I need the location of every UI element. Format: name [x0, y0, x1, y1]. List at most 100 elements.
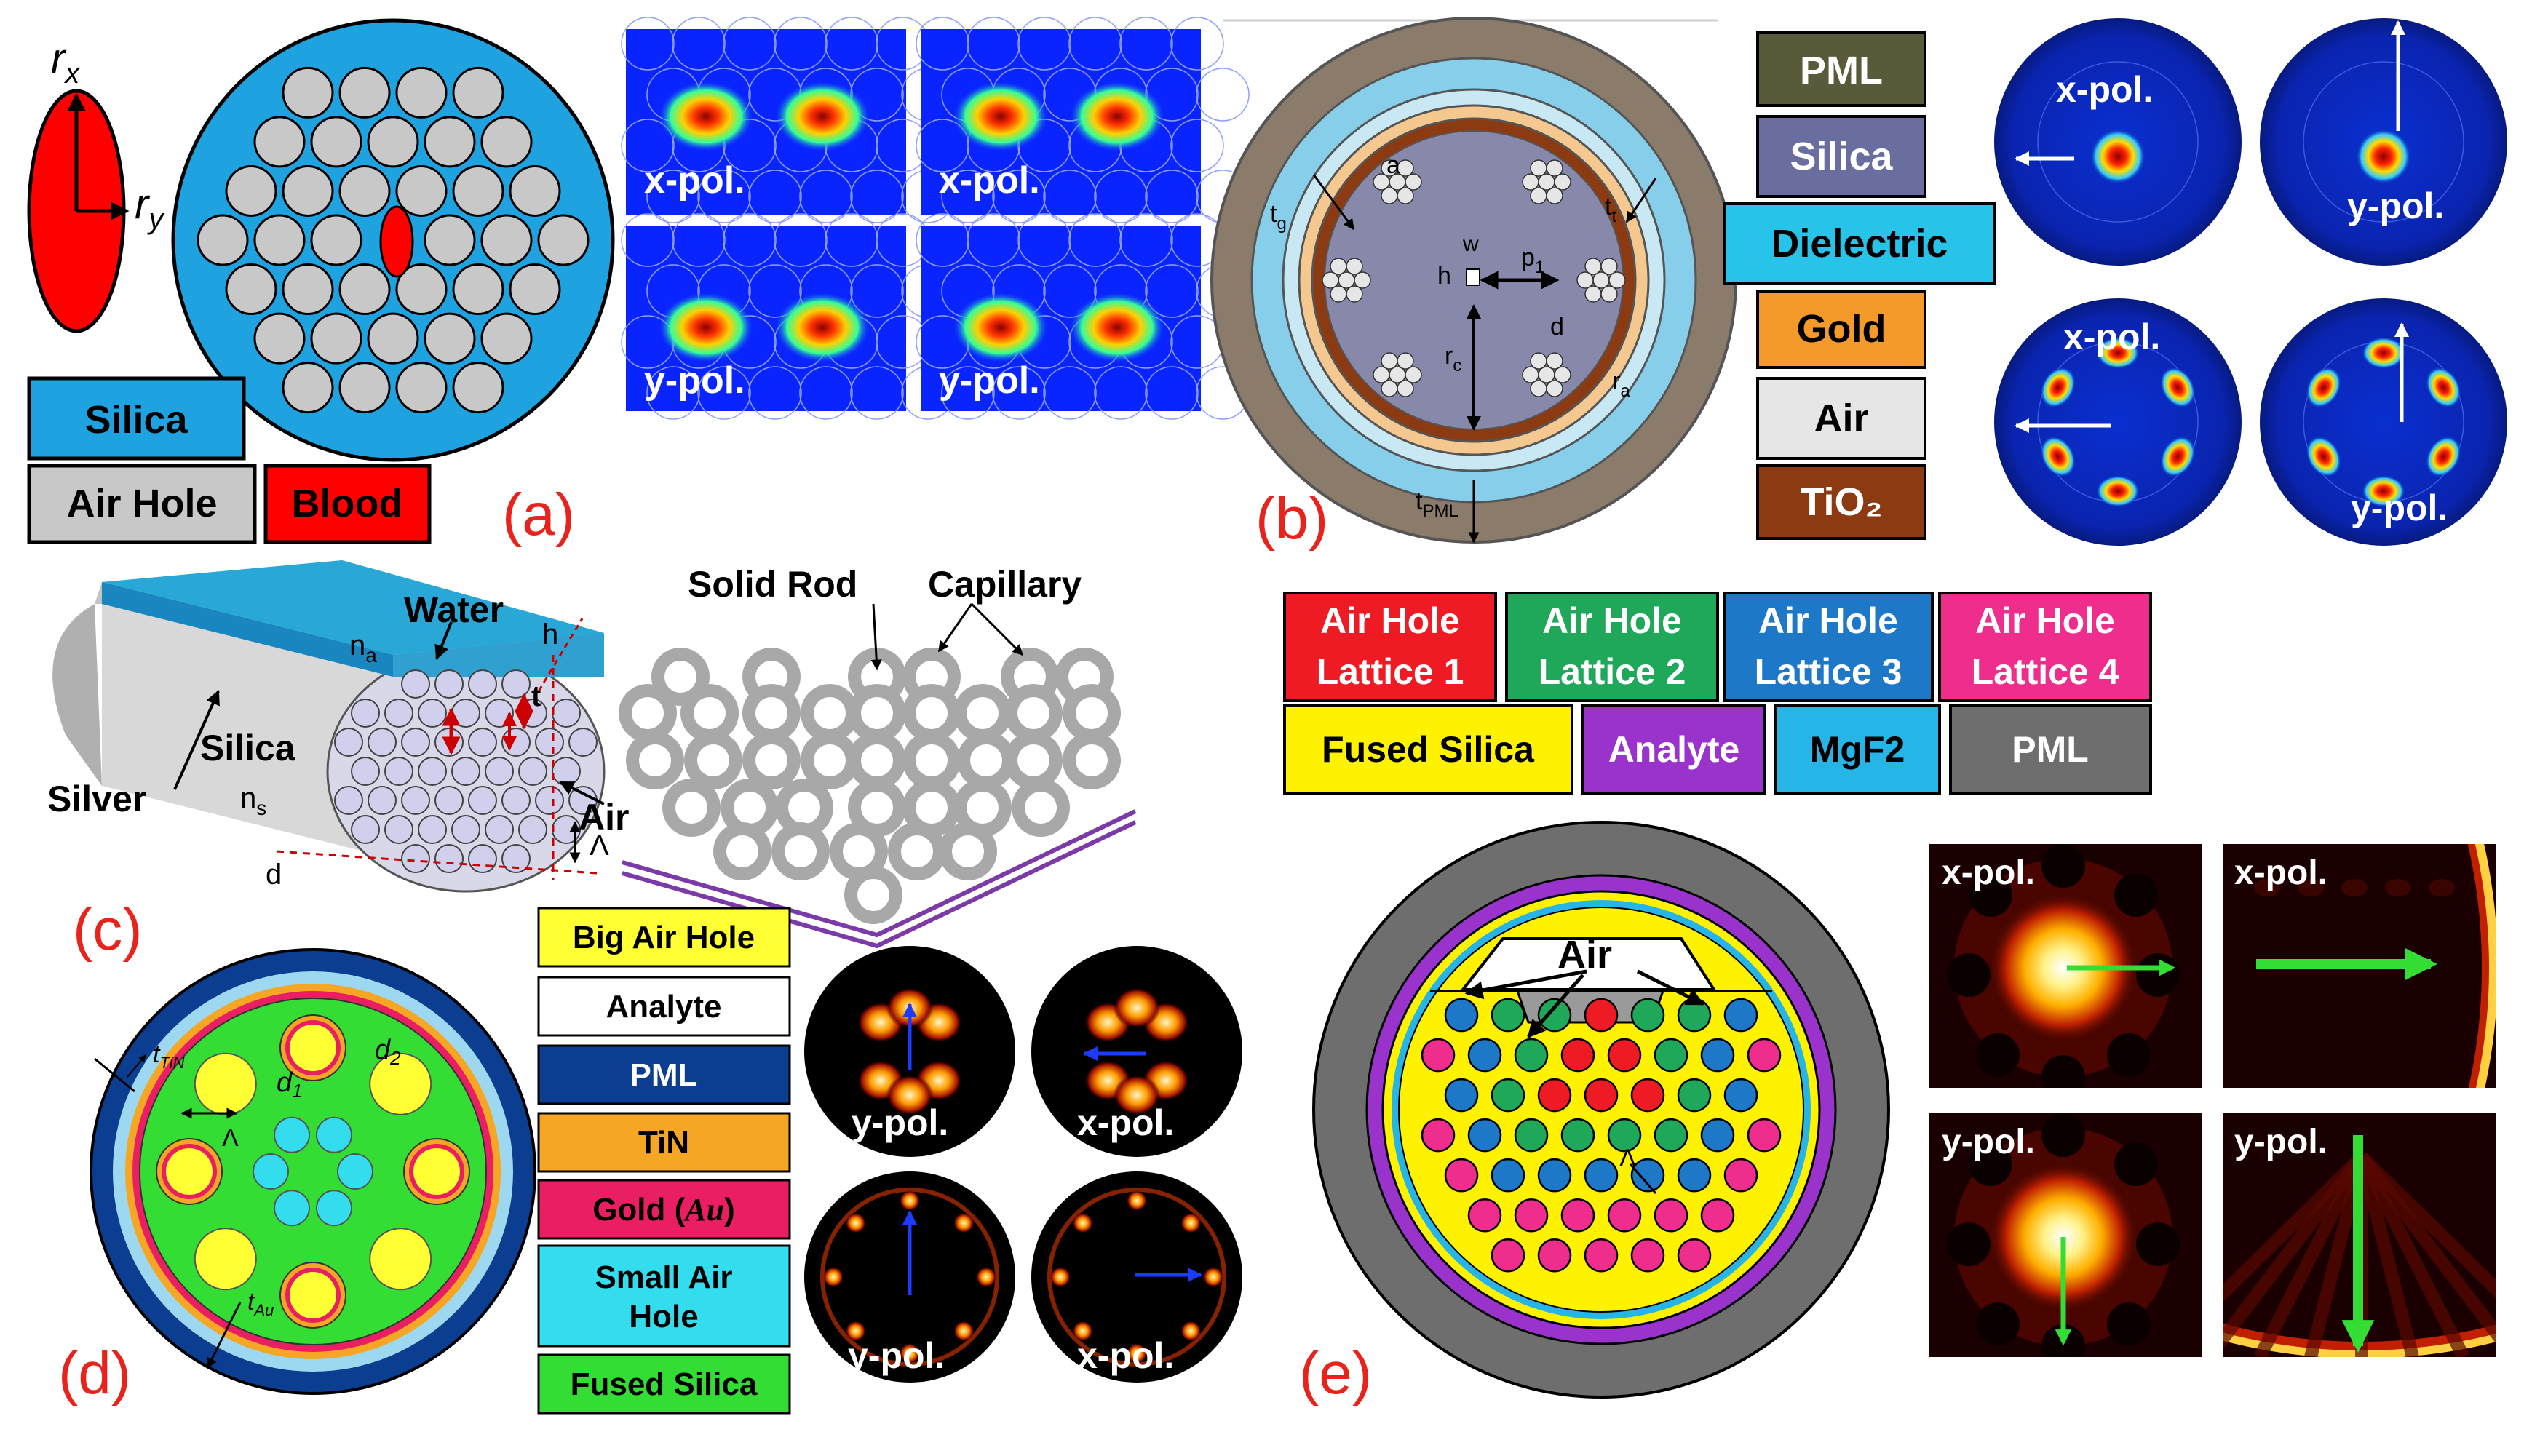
- air-hole: [401, 727, 430, 757]
- air-hole: [568, 727, 598, 757]
- mode-field-plot: x-pol.: [2223, 844, 2496, 1088]
- mode-field-disk: y-pol.: [2260, 18, 2507, 266]
- legend-fused-silica: Fused Silica: [571, 1367, 758, 1402]
- mode-label: x-pol.: [2056, 69, 2153, 110]
- lattice-hole: [1677, 1078, 1712, 1113]
- panel-label-c: (c): [73, 896, 143, 963]
- lattice-hole: [1537, 1238, 1572, 1273]
- dim-tTiN: tTiN: [153, 1041, 185, 1072]
- lattice-hole: [1491, 1078, 1525, 1113]
- big-air-hole-coated: [166, 1148, 213, 1195]
- dim-ra: ra: [1612, 367, 1630, 401]
- air-hole: [367, 312, 419, 365]
- small-air-hole: [316, 1190, 352, 1227]
- air-hole: [282, 263, 334, 316]
- legend-tin: TiN: [638, 1125, 689, 1161]
- mode-field-plot: x-pol.: [621, 17, 955, 223]
- air-hole: [401, 844, 430, 874]
- lattice-hole: [1584, 1078, 1619, 1113]
- mode-fields-d: y-pol.x-pol.y-pol.x-pol.: [804, 946, 1242, 1383]
- mode-label: x-pol.: [1942, 854, 2035, 892]
- air-hole: [424, 214, 476, 266]
- lattice-hole: [1560, 1038, 1595, 1073]
- dim-tt: tt: [1605, 193, 1616, 226]
- lattice-hole: [1630, 1238, 1665, 1273]
- air-hole-cluster: [1322, 258, 1371, 303]
- legend-analyte: Analyte: [606, 989, 722, 1025]
- dim-rc: rc: [1445, 342, 1461, 375]
- lattice-hole: [1677, 1158, 1712, 1193]
- big-air-hole: [194, 1052, 257, 1115]
- air-hole: [501, 844, 531, 874]
- lattice-hole: [1467, 1118, 1502, 1153]
- air-hole: [338, 66, 391, 119]
- lattice-hole: [1654, 1118, 1688, 1153]
- label-d: d: [266, 859, 282, 891]
- air-hole: [509, 263, 561, 316]
- air-hole: [395, 362, 448, 414]
- lattice-holes-e: [1421, 998, 1782, 1273]
- air-hole: [310, 312, 362, 365]
- air-hole: [334, 727, 363, 757]
- mode-field-plot: y-pol.: [1929, 1113, 2202, 1357]
- legend-a: Silica Air Hole Blood: [27, 376, 432, 544]
- mode-field-disk: x-pol.: [1031, 946, 1242, 1157]
- dim-tAu: tAu: [247, 1288, 274, 1319]
- small-air-hole: [274, 1116, 310, 1153]
- mode-field-plot: x-pol.: [1929, 844, 2202, 1088]
- label-h: h: [542, 618, 558, 651]
- lattice-hole: [1654, 1038, 1688, 1073]
- panel-a: rx ry Silica Air Hole Blood (a) x-pol.x-…: [27, 17, 1250, 548]
- lattice-hole: [1723, 1078, 1758, 1113]
- d-shaped-fiber-c: [52, 560, 606, 893]
- label-air: Air: [579, 797, 629, 838]
- air-hole: [395, 66, 448, 119]
- air-hole-cluster: [1576, 258, 1626, 303]
- air-hole: [537, 214, 590, 266]
- air-hole: [282, 362, 334, 414]
- lattice-hole: [1491, 1158, 1525, 1193]
- lattice-hole: [1584, 1158, 1619, 1193]
- legend-silica: Silica: [84, 398, 188, 442]
- dshaped-pcf-b: a tg tt w h p1 d rc ra tPML: [1210, 17, 1737, 544]
- panel-label-b: (b): [1255, 485, 1328, 552]
- air-hole: [518, 815, 547, 845]
- air-hole: [535, 786, 564, 816]
- air-hole: [452, 263, 504, 316]
- air-hole: [395, 164, 448, 217]
- axis-label-ry: ry: [135, 180, 165, 235]
- air-hole: [468, 727, 497, 757]
- mode-field-disk: x-pol.: [1994, 18, 2242, 266]
- air-hole: [384, 698, 413, 728]
- lattice-hole: [1560, 1198, 1595, 1233]
- lattice-hole: [1654, 1198, 1688, 1233]
- legend-pml: PML: [2012, 729, 2089, 770]
- label-air: Air: [1557, 933, 1612, 976]
- lattice-hole: [1677, 1238, 1712, 1273]
- air-hole: [225, 263, 277, 316]
- lattice-hole: [1677, 998, 1712, 1033]
- capillary-array: [619, 648, 1121, 924]
- mode-label: y-pol.: [2351, 488, 2448, 528]
- label-capillary: Capillary: [928, 564, 1082, 605]
- mode-label: y-pol.: [2234, 1123, 2327, 1161]
- mode-field-disk: y-pol.: [804, 946, 1015, 1157]
- lattice-hole: [1421, 1118, 1456, 1153]
- air-hole: [452, 164, 504, 217]
- air-hole: [282, 164, 334, 217]
- air-hole: [368, 727, 397, 757]
- air-hole: [368, 786, 397, 816]
- air-hole: [351, 757, 380, 786]
- legend-fused-silica: Fused Silica: [1322, 729, 1535, 770]
- legend-air: Air: [1814, 397, 1868, 440]
- lattice-hole: [1537, 1078, 1572, 1113]
- mode-label: x-pol.: [2063, 317, 2160, 357]
- air-hole: [338, 362, 391, 414]
- mode-field-plot: y-pol.: [916, 213, 1250, 420]
- big-air-hole-coated: [413, 1148, 460, 1195]
- small-air-hole: [274, 1190, 310, 1227]
